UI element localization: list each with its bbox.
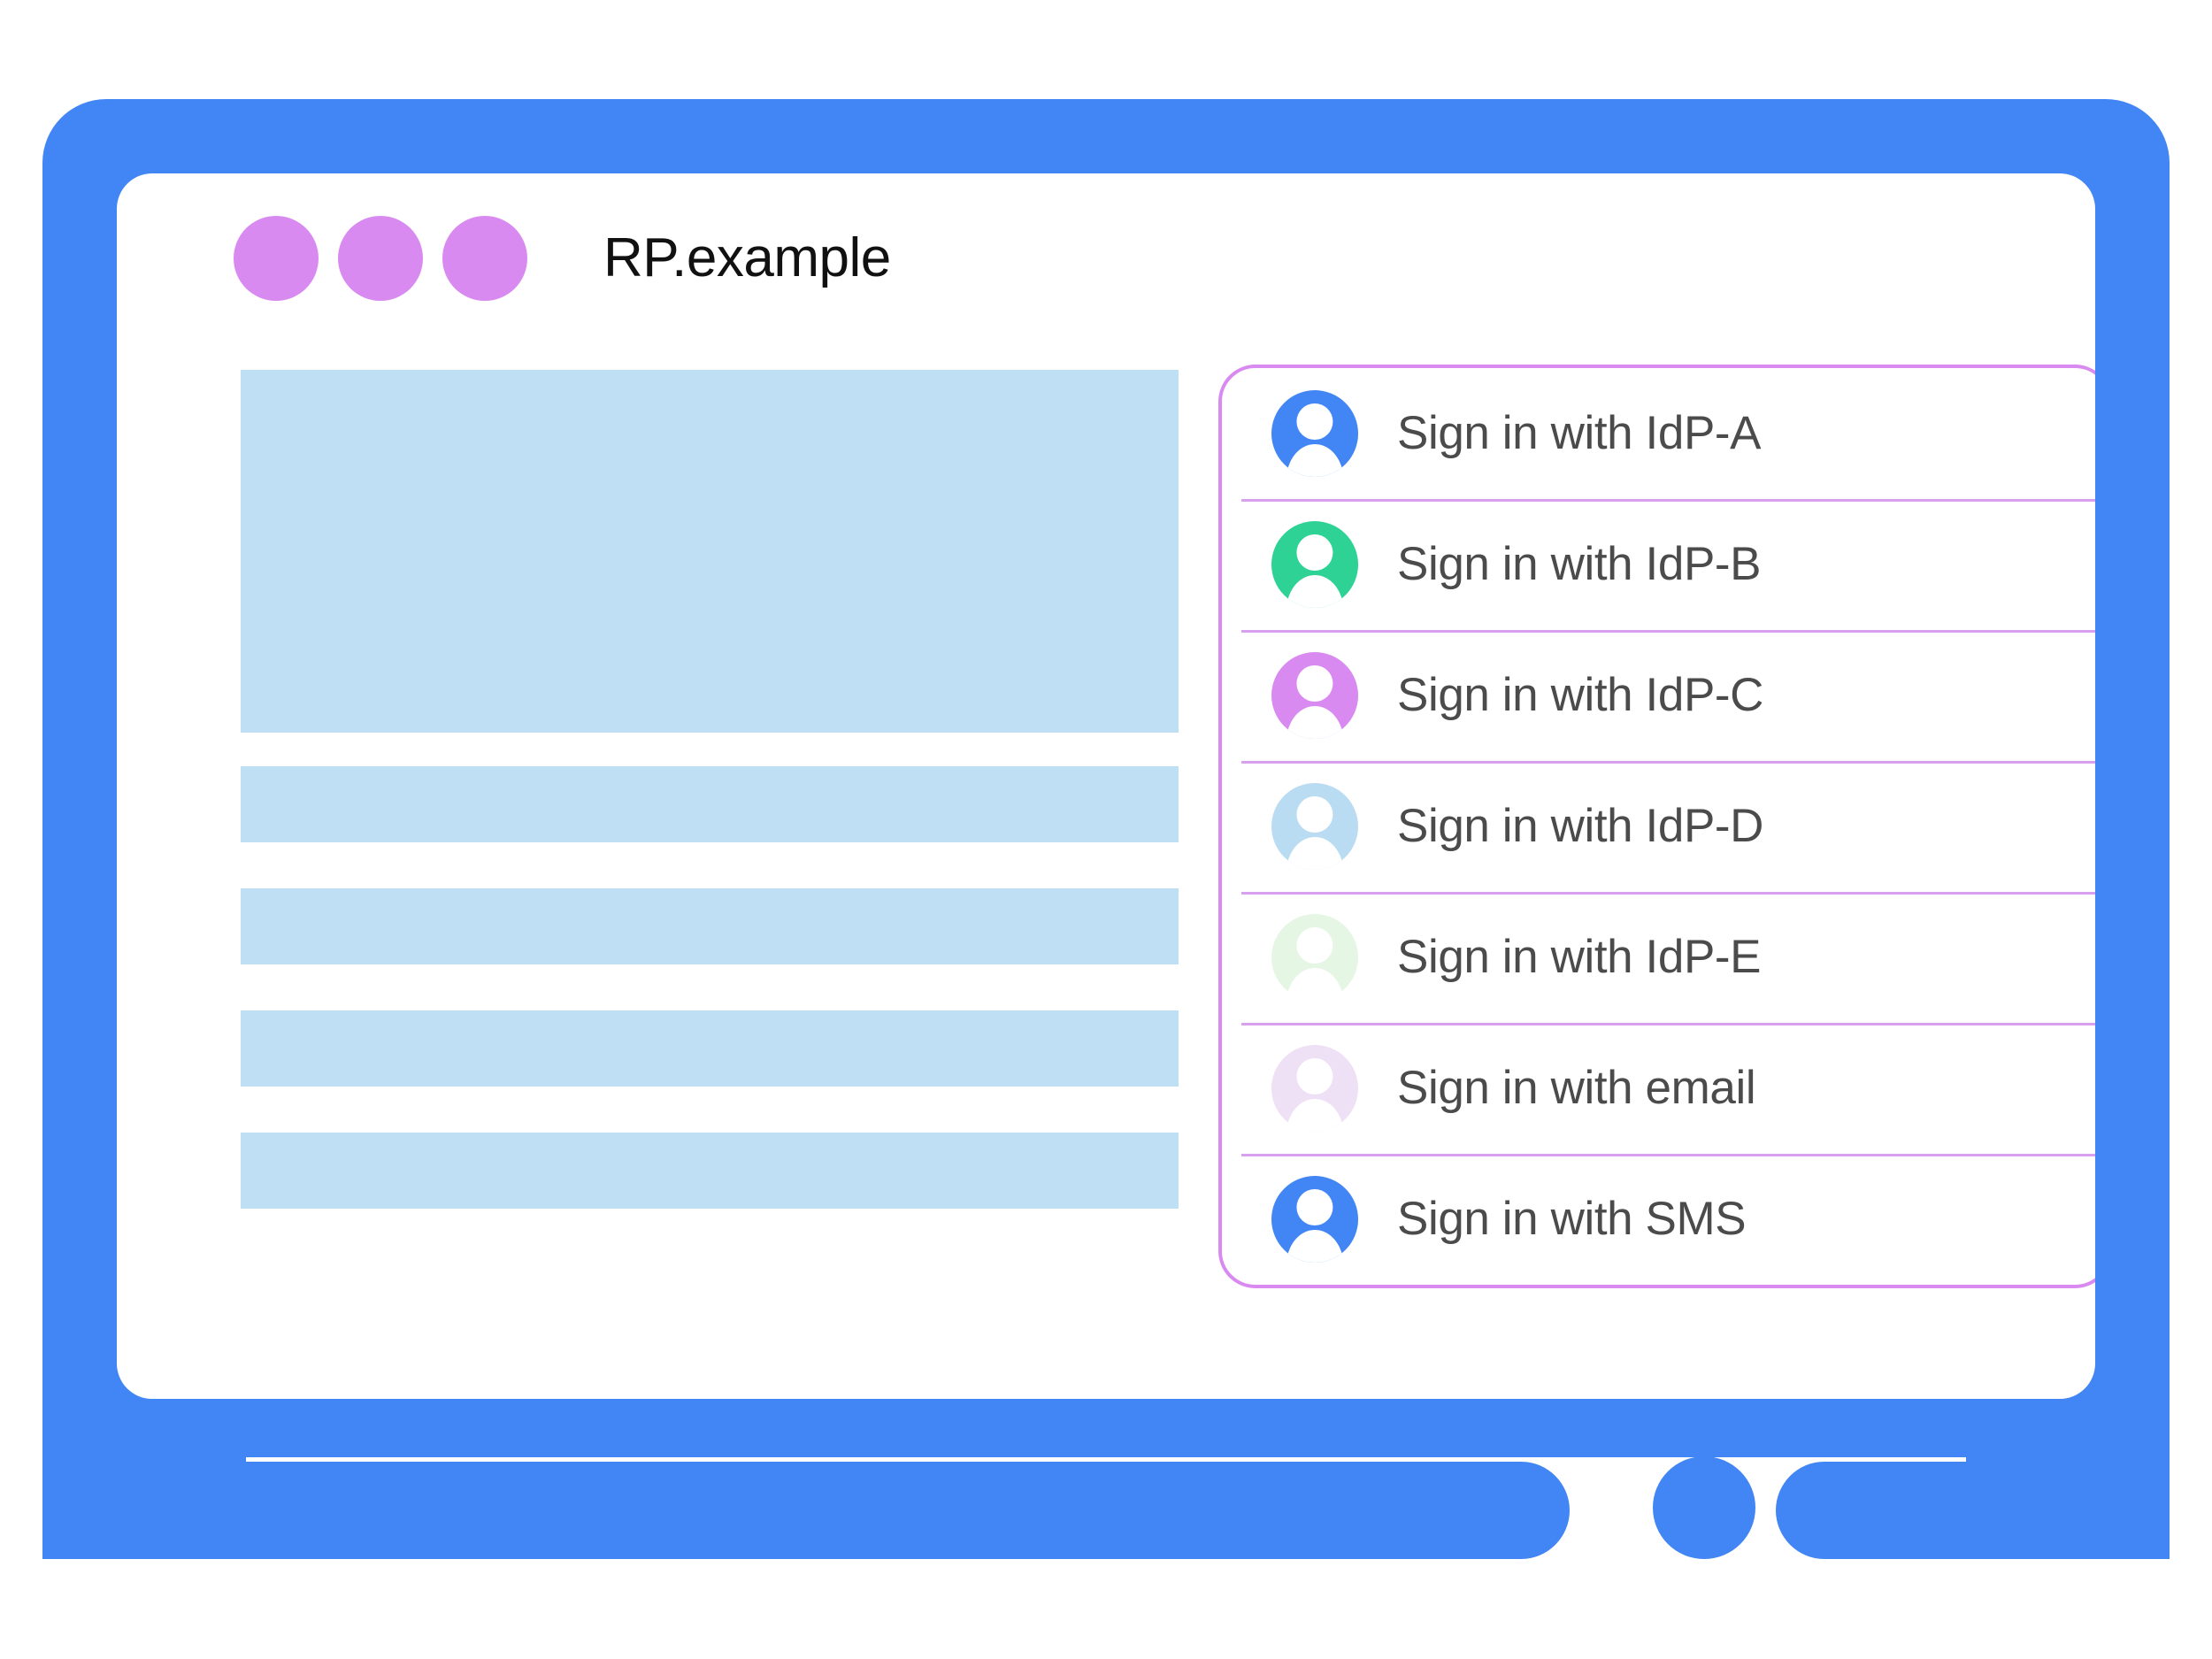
avatar-body-icon [1286, 574, 1344, 608]
avatar-icon [1271, 783, 1358, 870]
window-dot-2-icon[interactable] [338, 216, 423, 301]
content-bar-block-1 [241, 766, 1179, 842]
avatar-head-icon [1296, 926, 1333, 964]
avatar-icon [1271, 1176, 1358, 1263]
avatar-head-icon [1296, 1188, 1333, 1225]
avatar-icon [1271, 521, 1358, 608]
device-bezel-chin-left [42, 1462, 1570, 1559]
account-row-5[interactable]: Sign in with IdP-E [1222, 892, 2095, 1023]
account-row-2[interactable]: Sign in with IdP-B [1222, 499, 2095, 630]
page-content-placeholder [241, 370, 1179, 1209]
account-row-label: Sign in with SMS [1397, 1192, 1747, 1245]
window-dot-3-icon[interactable] [442, 216, 527, 301]
avatar-body-icon [1286, 1229, 1344, 1263]
avatar-icon [1271, 1045, 1358, 1132]
avatar-icon [1271, 390, 1358, 477]
browser-titlebar: RP.example [117, 173, 2095, 342]
home-button[interactable] [1653, 1456, 1755, 1559]
avatar-body-icon [1286, 443, 1344, 477]
content-bar-block-3 [241, 1010, 1179, 1087]
site-title: RP.example [603, 227, 891, 288]
account-row-4[interactable]: Sign in with IdP-D [1222, 761, 2095, 892]
content-bar-block-2 [241, 888, 1179, 964]
content-hero-block [241, 370, 1179, 733]
avatar-head-icon [1296, 664, 1333, 702]
account-row-label: Sign in with IdP-A [1397, 406, 1762, 459]
account-row-6[interactable]: Sign in with email [1222, 1023, 2095, 1154]
avatar-body-icon [1286, 705, 1344, 739]
account-row-label: Sign in with IdP-E [1397, 930, 1762, 983]
avatar-body-icon [1286, 1098, 1344, 1132]
avatar-icon [1271, 914, 1358, 1001]
avatar-head-icon [1296, 795, 1333, 833]
window-dot-1-icon[interactable] [234, 216, 319, 301]
account-row-3[interactable]: Sign in with IdP-C [1222, 630, 2095, 761]
avatar-body-icon [1286, 967, 1344, 1001]
account-row-1[interactable]: Sign in with IdP-A [1222, 368, 2095, 499]
content-bar-block-4 [241, 1133, 1179, 1209]
avatar-head-icon [1296, 534, 1333, 571]
account-row-label: Sign in with IdP-B [1397, 537, 1762, 590]
account-row-label: Sign in with IdP-C [1397, 668, 1764, 721]
account-row-label: Sign in with IdP-D [1397, 799, 1764, 852]
device-bezel-chin-right [1776, 1462, 2170, 1559]
account-row-label: Sign in with email [1397, 1061, 1756, 1114]
avatar-body-icon [1286, 836, 1344, 870]
account-chooser-panel: Sign in with IdP-A Sign in with IdP-B Sign… [1218, 365, 2095, 1288]
avatar-head-icon [1296, 403, 1333, 440]
avatar-icon [1271, 652, 1358, 739]
avatar-head-icon [1296, 1057, 1333, 1094]
account-row-7[interactable]: Sign in with SMS [1222, 1154, 2095, 1285]
